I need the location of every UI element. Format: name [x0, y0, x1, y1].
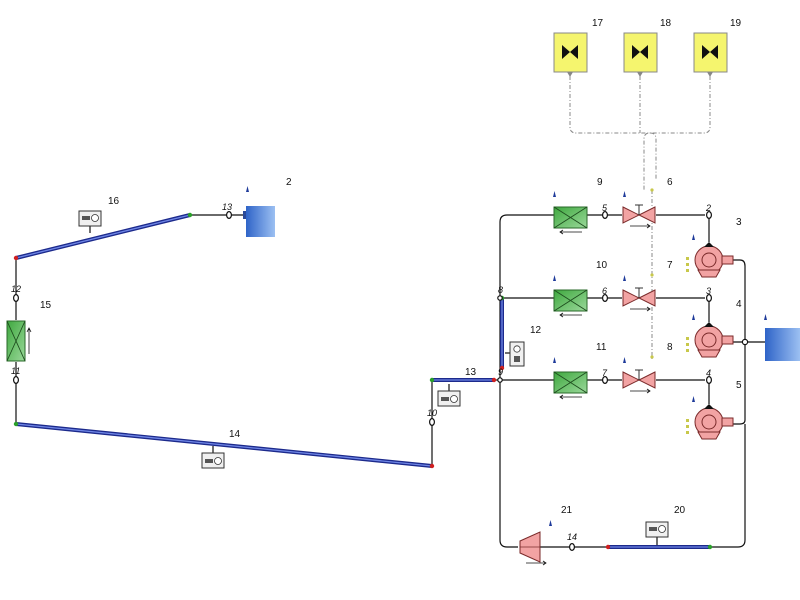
gauge-12[interactable]: 12: [505, 325, 542, 367]
node-9[interactable]: 9: [497, 367, 503, 383]
pipe-14[interactable]: 14: [13, 421, 435, 469]
svg-text:11: 11: [11, 366, 20, 376]
pipe-12[interactable]: [499, 295, 505, 371]
tank-right[interactable]: [764, 314, 800, 361]
pipe-14-label: 14: [229, 429, 241, 440]
node-markers: 2 3 4 5 6 7 8 9: [11, 202, 749, 551]
svg-text:13: 13: [222, 202, 232, 212]
meter-20[interactable]: [645, 521, 669, 545]
pipe-16[interactable]: 16: [13, 196, 193, 261]
signal-lines: [569, 76, 711, 360]
pipe-16-label: 16: [108, 196, 120, 207]
node-11[interactable]: 11: [11, 366, 20, 385]
bowtie-icon: [702, 45, 718, 59]
exchanger-9[interactable]: 9: [553, 177, 603, 235]
exchanger-15[interactable]: 15: [6, 300, 52, 362]
valve-7-label: 7: [667, 260, 673, 271]
pump-5-label: 5: [736, 380, 742, 391]
pipe-13-label: 13: [465, 367, 477, 378]
bowtie-icon: [632, 45, 648, 59]
controller-17[interactable]: 17: [553, 18, 604, 77]
node-right-junction[interactable]: [741, 338, 749, 346]
tank-2-label: 2: [286, 177, 292, 188]
tank-2[interactable]: 2: [243, 177, 292, 237]
svg-text:7: 7: [602, 368, 608, 378]
controller-17-label: 17: [592, 18, 604, 29]
node-14[interactable]: 14: [567, 532, 577, 551]
valve-6[interactable]: 6: [622, 177, 673, 229]
node-6[interactable]: 6: [601, 286, 608, 303]
pump-4-label: 4: [736, 299, 742, 310]
meter-16[interactable]: [78, 210, 102, 233]
exchanger-9-label: 9: [597, 177, 603, 188]
controller-19[interactable]: 19: [693, 18, 742, 77]
left-loop-lines: [15, 214, 500, 466]
pump-5[interactable]: 5: [686, 380, 742, 440]
controller-18[interactable]: 18: [623, 18, 672, 77]
exchanger-15-label: 15: [40, 300, 52, 311]
svg-text:6: 6: [602, 286, 607, 296]
controller-19-label: 19: [730, 18, 742, 29]
svg-text:12: 12: [11, 284, 21, 294]
meter-13[interactable]: [437, 384, 461, 407]
pipe-20-label: 20: [674, 505, 686, 516]
node-7[interactable]: 7: [601, 368, 608, 385]
gauge-12-label: 12: [530, 325, 542, 336]
node-8[interactable]: 8: [497, 285, 503, 301]
bowtie-icon: [562, 45, 578, 59]
svg-text:4: 4: [706, 368, 711, 378]
valve-8-label: 8: [667, 342, 673, 353]
svg-text:3: 3: [706, 286, 711, 296]
node-13[interactable]: 13: [222, 202, 232, 220]
valve-6-label: 6: [667, 177, 673, 188]
valve-7[interactable]: 7: [622, 260, 673, 312]
node-4[interactable]: 4: [705, 368, 712, 385]
valve-8[interactable]: 8: [622, 342, 673, 394]
turbine-21[interactable]: 21: [519, 505, 573, 566]
exchanger-11-label: 11: [596, 342, 607, 353]
pipe-13[interactable]: 13: [429, 367, 497, 383]
meter-14[interactable]: [201, 446, 225, 469]
svg-text:2: 2: [705, 203, 711, 213]
svg-text:10: 10: [427, 408, 437, 418]
controller-18-label: 18: [660, 18, 672, 29]
node-5[interactable]: 5: [601, 203, 608, 220]
pump-4[interactable]: 4: [686, 299, 742, 358]
svg-text:5: 5: [602, 203, 608, 213]
exchanger-10[interactable]: 10: [553, 260, 608, 318]
node-3[interactable]: 3: [705, 286, 712, 303]
exchanger-11[interactable]: 11: [553, 342, 607, 400]
node-12[interactable]: 12: [11, 284, 21, 303]
pump-3[interactable]: 3: [686, 217, 742, 278]
pipe-20[interactable]: 20: [605, 505, 713, 550]
svg-text:8: 8: [498, 285, 503, 295]
turbine-21-label: 21: [561, 505, 573, 516]
exchanger-10-label: 10: [596, 260, 608, 271]
svg-text:9: 9: [498, 367, 503, 377]
node-10[interactable]: 10: [427, 408, 437, 427]
node-2[interactable]: 2: [705, 203, 712, 220]
svg-text:14: 14: [567, 532, 577, 542]
pump-3-label: 3: [736, 217, 742, 228]
right-network-lines: [499, 214, 765, 548]
